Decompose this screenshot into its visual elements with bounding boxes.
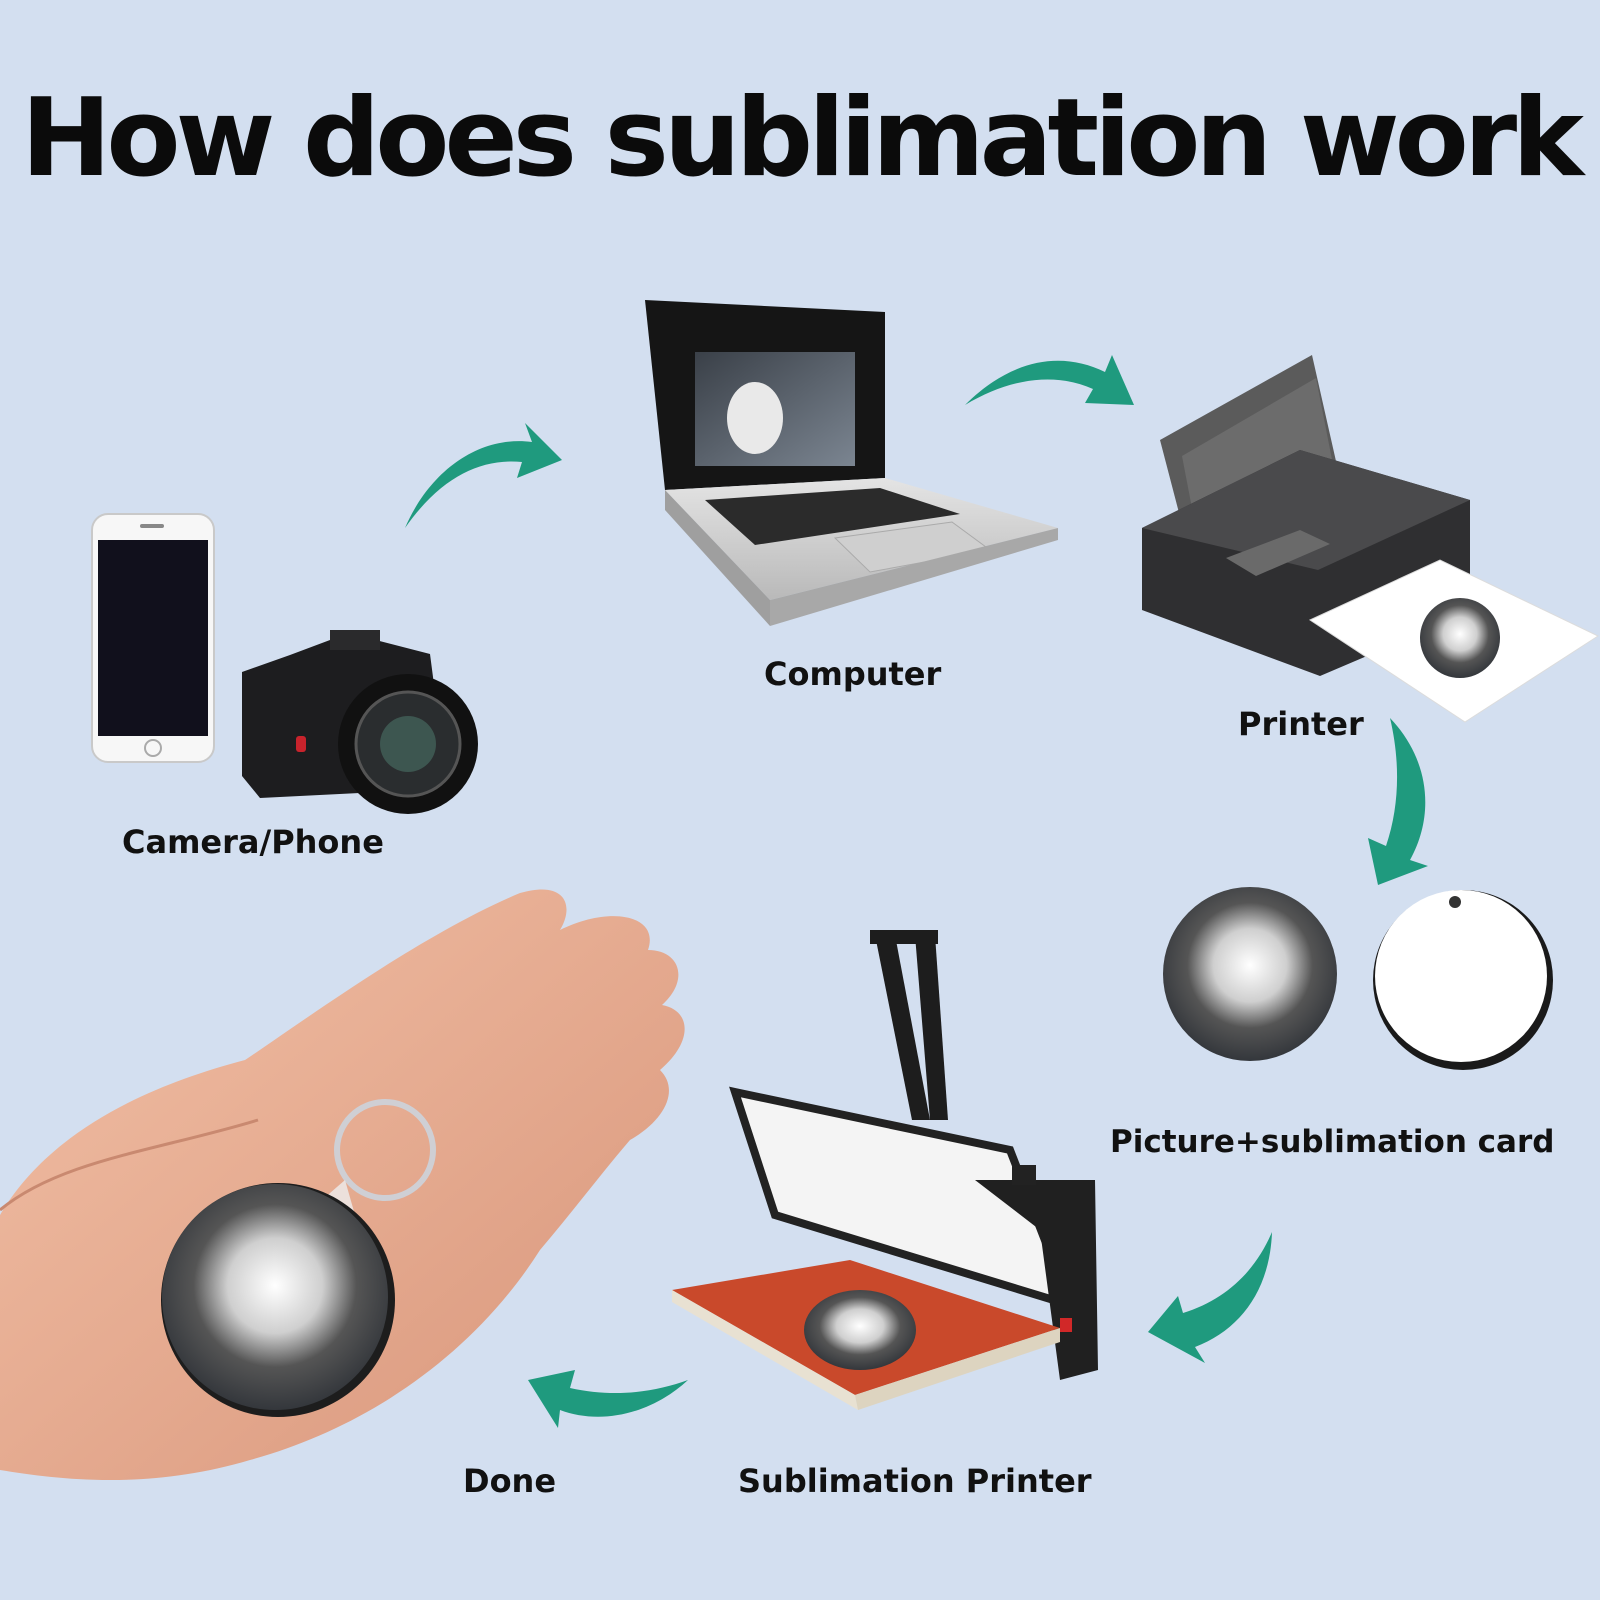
- photo-disc-icon: [1163, 887, 1337, 1061]
- step-label-sublimation-printer: Sublimation Printer: [738, 1462, 1092, 1500]
- heat-press-icon: [672, 930, 1098, 1410]
- printer-icon: [1142, 355, 1600, 723]
- laptop-icon: [645, 300, 1058, 626]
- arrow-press-to-done: [528, 1370, 688, 1428]
- step-label-done: Done: [463, 1462, 557, 1500]
- phone-icon: [91, 513, 215, 763]
- arrow-printer-to-card: [1368, 718, 1428, 885]
- step-label-computer: Computer: [764, 655, 942, 693]
- blank-card-icon: [1373, 890, 1553, 1070]
- camera-icon: [242, 630, 478, 814]
- arrow-phone-to-computer: [405, 423, 562, 528]
- step-label-picture-card: Picture+sublimation card: [1110, 1124, 1555, 1160]
- arrow-computer-to-printer: [965, 355, 1134, 405]
- step-label-printer: Printer: [1238, 705, 1364, 743]
- arrow-card-to-press: [1148, 1232, 1272, 1363]
- hand-keychain-icon: [0, 889, 685, 1480]
- step-label-camera-phone: Camera/Phone: [122, 823, 384, 861]
- page-title: How does sublimation work: [21, 76, 1584, 201]
